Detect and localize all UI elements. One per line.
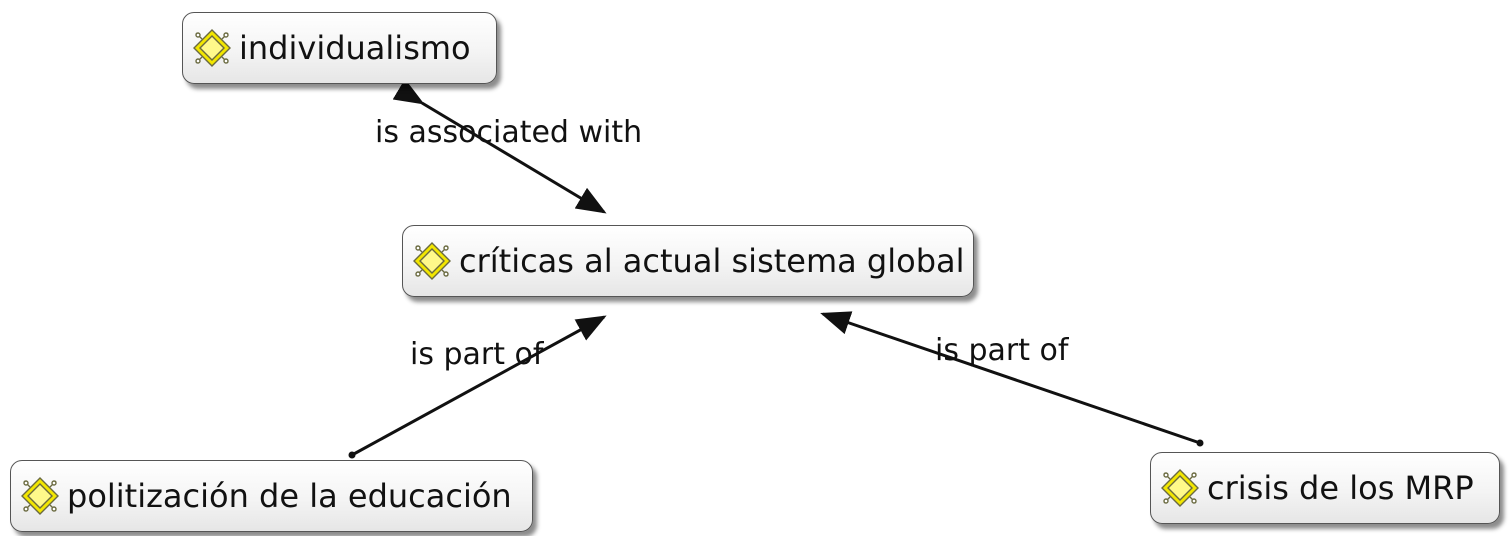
concept-icon	[193, 29, 231, 67]
link-label-part-of-left[interactable]: is part of	[410, 337, 544, 372]
concept-label: individualismo	[239, 29, 471, 67]
concept-icon	[21, 477, 59, 515]
part-of-right-link-line[interactable]	[820, 311, 1201, 445]
part-of-left-link-origin	[348, 451, 356, 459]
associated-link-line[interactable]	[392, 78, 607, 214]
concept-label: críticas al actual sistema global	[459, 242, 965, 280]
concept-icon	[1161, 469, 1199, 507]
concept-label: politización de la educación	[67, 477, 512, 515]
link-label-associated[interactable]: is associated with	[375, 115, 643, 150]
concept-node-individualismo[interactable]: individualismo	[182, 12, 497, 84]
concept-icon	[413, 242, 451, 280]
link-label-part-of-right[interactable]: is part of	[935, 333, 1069, 368]
concept-label: crisis de los MRP	[1207, 469, 1474, 507]
concept-node-criticas[interactable]: críticas al actual sistema global	[402, 225, 974, 297]
concept-node-politizacion[interactable]: politización de la educación	[10, 460, 533, 532]
concept-node-crisis[interactable]: crisis de los MRP	[1150, 452, 1500, 524]
part-of-right-link-origin	[1196, 439, 1204, 447]
part-of-left-link-line[interactable]	[351, 315, 607, 457]
